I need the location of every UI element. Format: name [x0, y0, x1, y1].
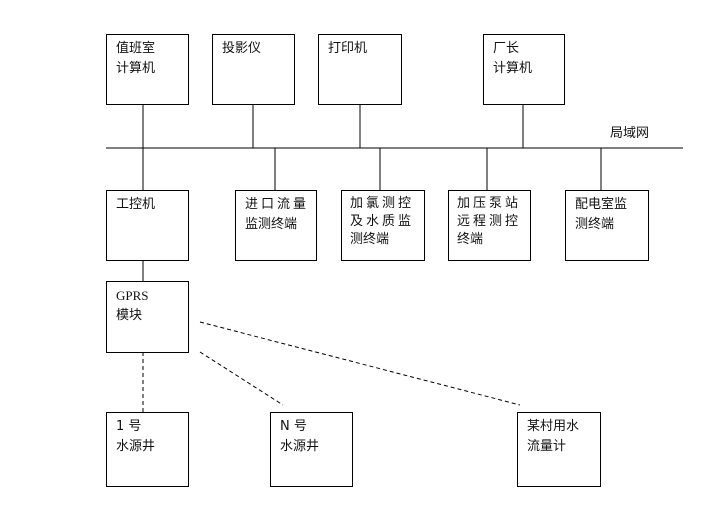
node-text: 计算机	[116, 61, 156, 76]
gprs-welln-link	[199, 351, 284, 406]
node-text: 及水质监	[350, 214, 415, 229]
pump-station-terminal-box: 加压泵站 远程测控 终端	[448, 190, 531, 261]
node-text: 值班室	[116, 41, 156, 56]
node-text: 配电室监	[575, 197, 628, 212]
water-well-n-box: N 号 水源井	[270, 412, 353, 487]
node-text: GPRS	[116, 288, 149, 303]
lan-label: 局域网	[610, 126, 650, 141]
duty-room-computer-box: 值班室 计算机	[106, 34, 189, 105]
node-text: 某村用水	[527, 419, 580, 434]
director-computer-box: 厂长 计算机	[483, 34, 565, 105]
inflow-monitor-terminal-box: 进口流量 监测终端	[235, 190, 317, 261]
node-text: 水源井	[280, 439, 320, 454]
node-text: 测终端	[350, 232, 390, 247]
node-text: 加氯测控	[350, 196, 415, 211]
node-text: 厂长	[493, 41, 520, 56]
node-text: 加压泵站	[457, 196, 522, 211]
node-text: 投影仪	[222, 41, 262, 56]
node-text: 远程测控	[457, 214, 522, 229]
node-text: 计算机	[493, 61, 533, 76]
node-text: 1 号	[116, 419, 142, 434]
node-text: 工控机	[116, 197, 156, 212]
gprs-meter-link	[199, 321, 521, 406]
node-text: 水源井	[116, 439, 156, 454]
node-text: 终端	[457, 232, 484, 247]
water-well-1-box: 1 号 水源井	[106, 412, 189, 487]
village-flow-meter-box: 某村用水 流量计	[517, 412, 601, 487]
projector-box: 投影仪	[212, 34, 295, 105]
node-text: 测终端	[575, 217, 615, 232]
node-text: 进口流量	[245, 197, 310, 212]
gprs-module-box: GPRS 模块	[106, 281, 189, 353]
node-text: 打印机	[328, 41, 368, 56]
node-text: 流量计	[527, 439, 567, 454]
node-text: N 号	[280, 419, 307, 434]
node-text: 模块	[116, 308, 143, 323]
substation-monitor-terminal-box: 配电室监 测终端	[565, 190, 649, 261]
printer-box: 打印机	[318, 34, 402, 105]
industrial-pc-box: 工控机	[106, 190, 189, 261]
node-text: 监测终端	[245, 217, 298, 232]
chlorine-quality-terminal-box: 加氯测控 及水质监 测终端	[341, 190, 425, 261]
